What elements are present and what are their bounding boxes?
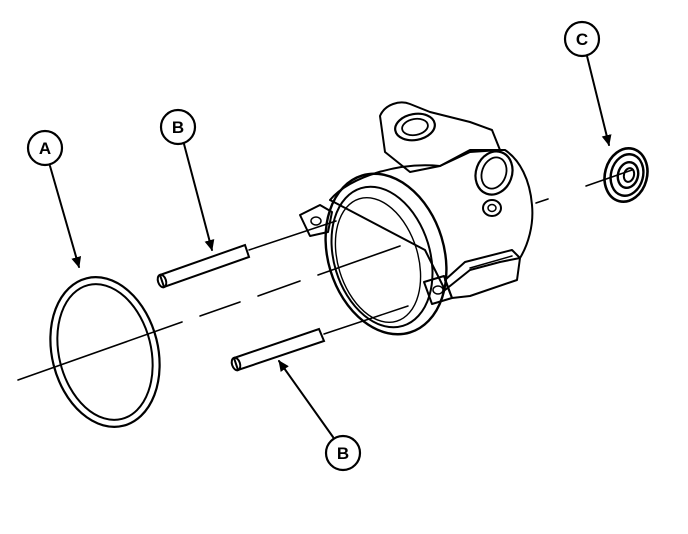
o-ring-seal-icon	[49, 276, 161, 428]
leader-arrow-b-top	[183, 143, 215, 251]
leader-arrow-b-bottom	[278, 360, 334, 438]
dowel-pin-top-icon	[156, 220, 337, 289]
shaft-seal-icon	[603, 147, 649, 203]
callout-c: C	[563, 20, 601, 58]
callout-c-label: C	[576, 30, 588, 49]
callout-a-label: A	[39, 139, 51, 158]
callout-b-bottom: B	[324, 434, 362, 472]
callout-a: A	[26, 129, 64, 167]
pump-housing	[299, 101, 534, 336]
callout-b-bottom-label: B	[337, 444, 349, 463]
leader-arrow-c	[586, 55, 612, 146]
dowel-pin-bottom-icon	[230, 305, 409, 372]
center-axis-line	[17, 169, 633, 381]
leader-arrow-a	[49, 165, 82, 268]
callout-b-top-label: B	[172, 118, 184, 137]
callout-b-top: B	[159, 108, 197, 146]
